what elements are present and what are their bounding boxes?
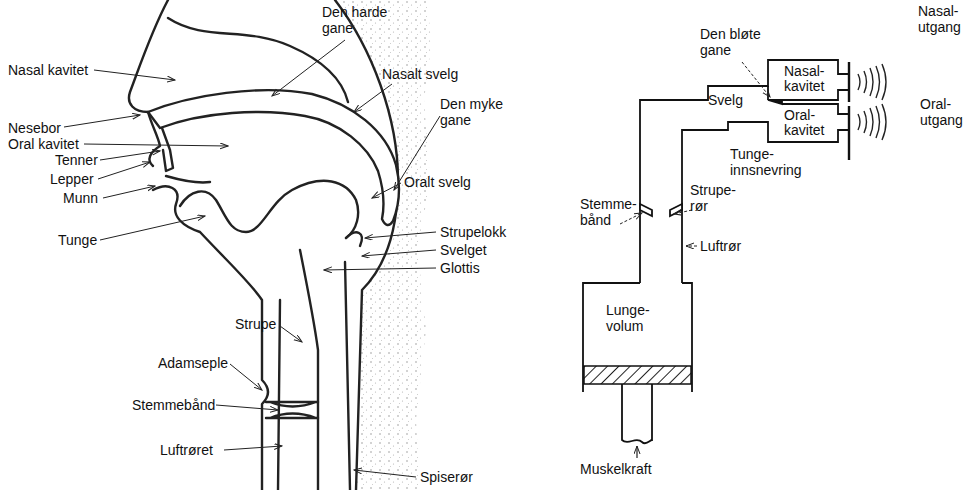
leader-line (64, 115, 140, 127)
tube-inner-wall (682, 122, 848, 283)
larynx-front (300, 250, 318, 490)
part-label: Nasal- utgang (918, 3, 961, 35)
part-label: Nasalt svelg (382, 66, 458, 82)
part-label: Luftrøret (160, 442, 213, 458)
leader-line (103, 186, 155, 198)
part-label: Stemmebånd (132, 397, 215, 413)
leader-line (365, 232, 436, 238)
vocal-fold (670, 204, 682, 216)
part-label: Munn (63, 190, 98, 206)
part-label: Strupe- rør (690, 182, 736, 214)
part-label: Nesebor (8, 120, 61, 136)
sound-wave (858, 64, 886, 100)
tongue (180, 181, 358, 238)
part-label: Adamseple (158, 355, 228, 371)
part-label: Oral- kavitet (784, 108, 824, 138)
part-label: Svelget (440, 242, 487, 258)
part-label: Den bløte gane (700, 26, 772, 58)
leader-line (324, 268, 436, 270)
part-label: Lunge- volum (606, 302, 650, 334)
part-label: Strupelokk (440, 224, 506, 240)
teeth (162, 128, 173, 171)
oral-outlet (848, 106, 850, 160)
part-label: Nasal- kavitet (784, 64, 824, 94)
dashed-leader (742, 62, 770, 97)
part-label: Muskelkraft (580, 461, 652, 477)
sound-wave (858, 104, 886, 140)
part-label: Oral kavitet (8, 136, 79, 152)
piston-rod (622, 384, 652, 443)
part-label: Strupe (235, 316, 276, 332)
part-label: Nasal kavitet (8, 62, 88, 78)
mouth-line (166, 176, 210, 183)
dashed-leader (620, 213, 642, 224)
part-label: Tunge (58, 232, 97, 248)
tube-outer-wall (640, 60, 848, 283)
leader-line (100, 151, 160, 160)
part-label: Glottis (440, 260, 480, 276)
part-label: Stemme- bånd (580, 196, 637, 228)
leader-line (362, 250, 436, 256)
dashed-leader (686, 246, 697, 247)
palate (148, 90, 399, 225)
nasal-outlet (848, 62, 850, 102)
leader-line (372, 183, 401, 198)
leader-line (84, 144, 228, 146)
part-label: Tenner (55, 152, 98, 168)
trachea-front (278, 300, 280, 490)
leader-line (280, 326, 302, 342)
part-label: Lepper (50, 171, 94, 187)
part-label: Svelg (708, 92, 743, 108)
leader-line (98, 162, 150, 179)
lung-box (583, 283, 692, 392)
part-label: Den myke gane (440, 96, 515, 128)
upper-lip (148, 112, 160, 166)
part-label: Oral- utgang (920, 96, 963, 128)
part-label: Luftrør (700, 238, 741, 254)
leader-line (354, 84, 392, 112)
leader-line (354, 470, 416, 477)
leader-line (216, 405, 278, 410)
force-arrow (636, 446, 637, 458)
piston-hatch (584, 366, 691, 384)
dashed-leader (674, 210, 692, 214)
part-label: Den harde gane (322, 4, 402, 36)
leader-line (100, 216, 205, 240)
part-label: Spiserør (420, 469, 473, 485)
epiglottis (346, 232, 362, 246)
vocal-fold (640, 204, 652, 216)
nose-profile (129, 0, 168, 112)
velum-flap (768, 100, 782, 104)
part-label: Tunge- innsnevring (730, 146, 802, 178)
leader-line (94, 70, 175, 80)
leader-line (272, 40, 345, 96)
leader-line (224, 446, 282, 450)
leader-line (230, 364, 262, 390)
esophagus-back (345, 262, 350, 490)
part-label: Oralt svelg (404, 174, 471, 190)
